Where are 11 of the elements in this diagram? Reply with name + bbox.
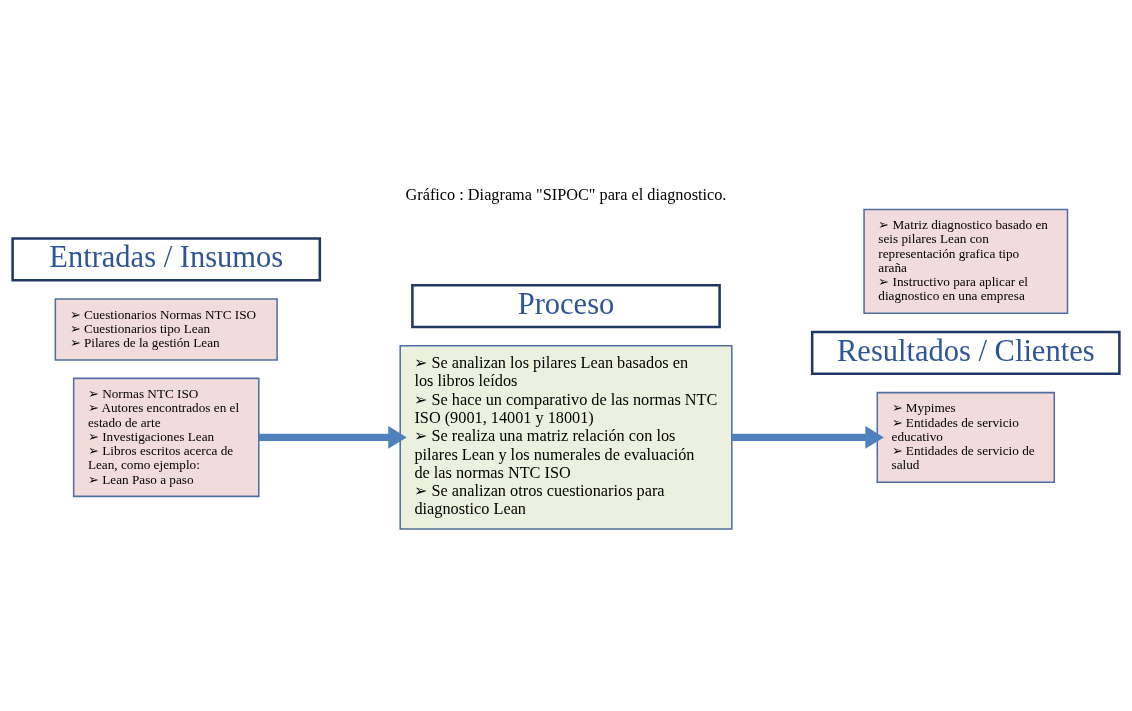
node-box: ➢ Matriz diagnostico basado en seis pilares Lean con representación grafica tipo araña ➢ Instructivo para aplicar el diagnostico en una empresa (863, 208, 1069, 314)
node-box: ➢ Normas NTC ISO ➢ Autores encontrados en el estado de arte ➢ Investigaciones Lean ➢ Libros escritos acerca de Lean, como ejemplo: ➢ Lean Paso a paso (72, 377, 260, 497)
node-box: ➢ Se analizan los pilares Lean basados en los libros leídos ➢ Se hace un comparativo de las normas NTC ISO (9001, 14001 y 18001) ➢ Se realiza una matriz relación con los pilares Lean y los numerales de evaluación de las normas NTC ISO ➢ Se analizan otros cuestionarios para diagnostico Lean (399, 344, 733, 530)
node-box: Proceso (411, 283, 721, 328)
node-box: ➢ Mypimes ➢ Entidades de servicio educativo ➢ Entidades de servicio de salud (876, 391, 1056, 483)
arrow (731, 425, 884, 449)
diagram-title: Gráfico : Diagrama "SIPOC" para el diagnostico. (405, 185, 727, 204)
node-box: Resultados / Clientes (810, 330, 1121, 375)
node-box: Entradas / Insumos (11, 236, 322, 281)
arrow (259, 425, 407, 449)
node-box: ➢ Cuestionarios Normas NTC ISO ➢ Cuestionarios tipo Lean ➢ Pilares de la gestión Lean (54, 297, 278, 361)
